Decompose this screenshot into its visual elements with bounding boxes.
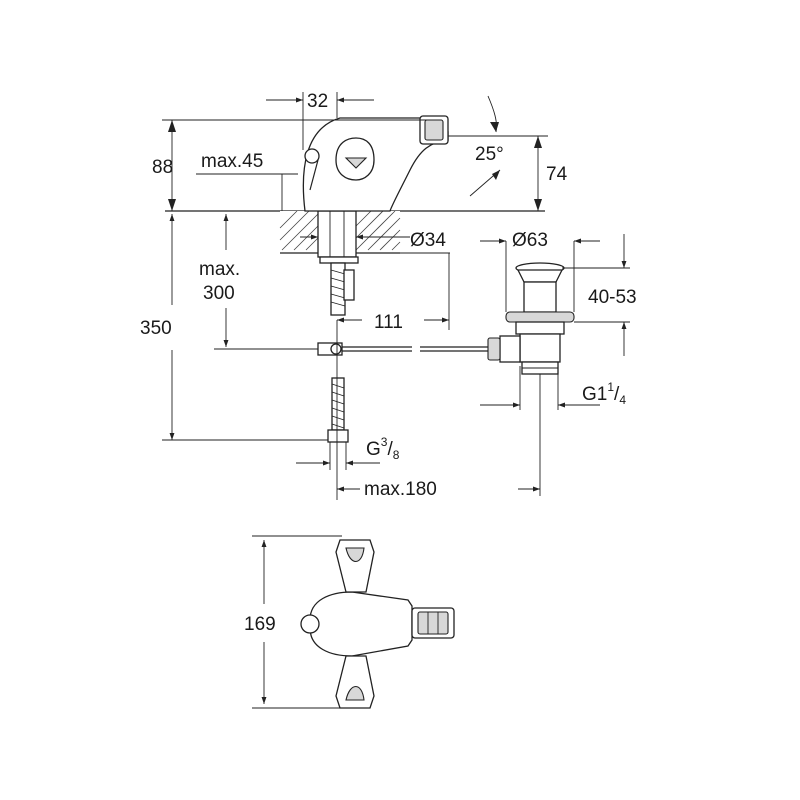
dim-111: 111 (374, 312, 403, 333)
hoses (317, 256, 492, 443)
dim-40-53: 40-53 (588, 287, 637, 308)
dim-32: 32 (307, 91, 328, 112)
popup-waste (487, 262, 575, 375)
top-view (252, 535, 455, 709)
dim-dia34: Ø34 (410, 230, 446, 251)
dim-max180: max.180 (364, 479, 437, 500)
dim-g-three-eighths: G3/8 (366, 435, 400, 462)
faucet-body (302, 115, 449, 258)
dim-max300-line2: 300 (203, 283, 235, 304)
dim-88: 88 (152, 157, 173, 178)
dimension-lines (162, 92, 630, 500)
dim-25-degrees: 25° (475, 144, 504, 165)
dim-74: 74 (546, 164, 568, 185)
dim-350: 350 (140, 318, 172, 339)
dim-max300-line1: max. (199, 259, 240, 280)
dim-max45: max.45 (201, 151, 263, 172)
dim-g1-quarter: G11/4 (582, 380, 626, 407)
dim-dia63: Ø63 (512, 230, 548, 251)
dim-169: 169 (244, 614, 276, 635)
